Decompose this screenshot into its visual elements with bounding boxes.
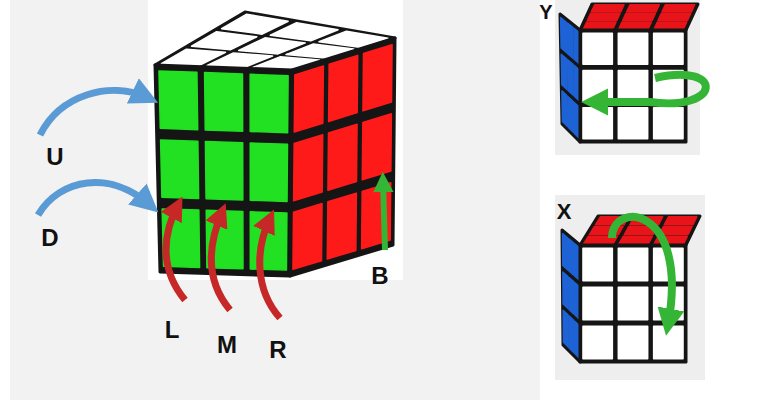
sticker (619, 236, 653, 244)
move-arrow (260, 218, 280, 318)
rotation-arrow (592, 75, 706, 104)
move-letter: B (371, 264, 388, 288)
sticker (205, 141, 242, 200)
sticker (583, 326, 612, 358)
sticker (587, 13, 620, 20)
move-arrows (38, 75, 706, 325)
move-letter: U (46, 145, 63, 169)
sticker (619, 22, 652, 29)
sticker (654, 326, 683, 358)
move-arrow (383, 180, 385, 250)
sticker (618, 70, 647, 101)
cube-face (580, 4, 698, 30)
sticker (205, 73, 243, 132)
cube-face (155, 65, 292, 276)
cube-face (290, 38, 395, 276)
sticker (563, 234, 568, 270)
sticker (328, 124, 357, 190)
sticker (329, 55, 358, 121)
sticker (618, 108, 647, 139)
sticker (362, 114, 391, 180)
sticker (583, 287, 612, 319)
sticker (250, 143, 287, 201)
sticker (654, 33, 683, 64)
sticker (161, 140, 199, 199)
sticker (583, 33, 612, 64)
sticker (567, 23, 573, 58)
move-arrow (211, 212, 230, 310)
sticker (618, 287, 647, 319)
sticker (250, 74, 288, 133)
sticker (659, 226, 692, 234)
move-arrow (38, 183, 150, 215)
sticker (654, 22, 687, 29)
move-letter: Y (539, 2, 552, 22)
panel (10, 0, 540, 400)
move-letter: X (557, 201, 572, 223)
sticker (569, 239, 574, 275)
cube-face (580, 30, 686, 142)
sticker (662, 5, 695, 12)
cube-face (562, 230, 580, 362)
sticker (568, 60, 574, 95)
sticker (294, 66, 323, 132)
sticker (568, 97, 573, 133)
sticker (654, 108, 683, 139)
sticker (563, 310, 568, 347)
sticker (159, 71, 198, 130)
photo-ground (148, 0, 403, 280)
sticker (583, 22, 616, 29)
sticker (569, 277, 574, 314)
sticker (562, 91, 568, 126)
sticker (293, 204, 322, 270)
sticker (618, 248, 647, 280)
sticker (327, 193, 356, 259)
move-arrow (40, 90, 148, 135)
sticker (294, 135, 323, 201)
sticker (664, 217, 697, 225)
move-letter: L (165, 318, 180, 342)
rotation-arrow (612, 217, 672, 325)
sticker (618, 33, 647, 64)
sticker (561, 54, 567, 89)
move-arrow (166, 205, 185, 300)
cube-face (560, 14, 580, 142)
sticker (583, 70, 612, 101)
sticker (591, 5, 624, 12)
sticker (618, 326, 647, 358)
sticker (658, 13, 691, 20)
photo-ground (555, 195, 705, 380)
sticker (363, 45, 392, 111)
sticker (569, 316, 574, 353)
sticker (583, 248, 612, 280)
move-letter: M (217, 333, 237, 357)
cube-faces (155, 4, 700, 362)
sticker (563, 272, 568, 308)
move-letter: R (269, 338, 286, 362)
sticker (583, 108, 612, 139)
sticker (627, 5, 660, 12)
move-letter: D (41, 226, 58, 250)
sticker (623, 13, 656, 20)
sticker (561, 18, 567, 53)
